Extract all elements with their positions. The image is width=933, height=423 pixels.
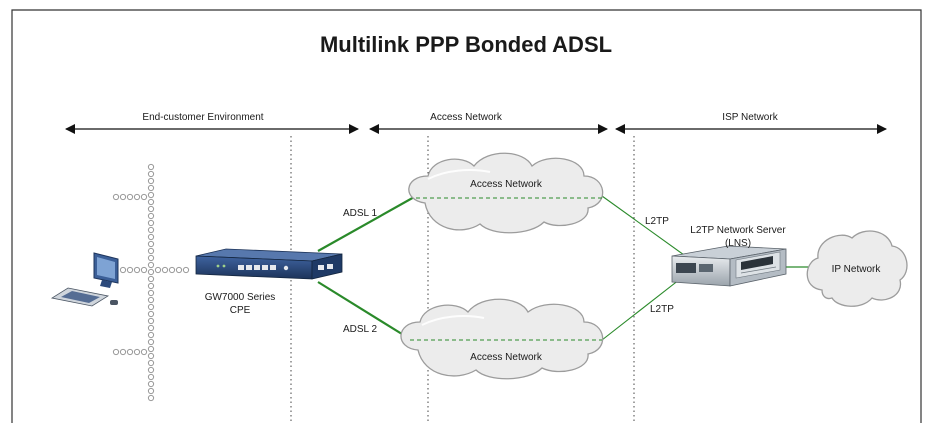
- zone-access-label: Access Network: [430, 112, 503, 123]
- lan-bus-bead: [147, 261, 155, 269]
- zone-access-network: Access Network: [369, 112, 608, 134]
- lan-bus-bead: [147, 247, 155, 255]
- lns-label-line1: L2TP Network Server: [690, 225, 786, 236]
- lan-bus-bead: [147, 345, 155, 353]
- lan-bus-bead: [147, 387, 155, 395]
- lan-bus-bead: [147, 184, 155, 192]
- zone-end-customer: End-customer Environment: [65, 112, 359, 134]
- zone-end-customer-label: End-customer Environment: [142, 112, 263, 123]
- lan-bus-bead: [147, 226, 155, 234]
- lan-bus-bead: [147, 268, 155, 276]
- lan-bus-bead: [140, 266, 148, 274]
- lan-bus-bead: [147, 240, 155, 248]
- lan-bus-bead: [126, 266, 134, 274]
- lan-bus-bead: [133, 348, 141, 356]
- lan-bus-bead: [147, 366, 155, 374]
- diagram-frame: [11, 9, 922, 423]
- lan-bus-bead: [119, 193, 127, 201]
- lan-bus-bead: [126, 193, 134, 201]
- lan-bus-bead: [147, 205, 155, 213]
- lan-bus-bead: [147, 191, 155, 199]
- adsl2-link: [317, 281, 411, 340]
- adsl1-link: [317, 195, 417, 252]
- lan-bus-bead: [147, 254, 155, 262]
- lan-bus-bead: [147, 163, 155, 171]
- adsl2-label: ADSL 2: [343, 324, 378, 335]
- l2tp-bottom-label: L2TP: [650, 304, 674, 315]
- cpe-label-line2: CPE: [230, 305, 251, 316]
- l2tp-link-bottom: [601, 275, 685, 341]
- access-cloud-bottom-label: Access Network: [470, 352, 543, 363]
- lan-bus-bead: [147, 331, 155, 339]
- lan-bus-bead: [147, 282, 155, 290]
- lns-label-line2: (LNS): [725, 238, 751, 249]
- zone-isp-label: ISP Network: [722, 112, 778, 123]
- lan-bus-bead: [112, 348, 120, 356]
- lan-bus-bead: [147, 303, 155, 311]
- lan-bus-bead: [147, 380, 155, 388]
- lan-bus-bead: [147, 198, 155, 206]
- l2tp-top-label: L2TP: [645, 216, 669, 227]
- ip-network-cloud: IP Network: [806, 230, 908, 307]
- lan-bus-bead: [147, 394, 155, 402]
- lan-bus-bead: [133, 266, 141, 274]
- lan-bus-bead: [175, 266, 183, 274]
- lan-bus-bead: [147, 170, 155, 178]
- lan-bus-bead: [119, 348, 127, 356]
- lan-bus: [112, 163, 190, 402]
- lan-bus-bead: [147, 373, 155, 381]
- access-network-cloud-top: Access Network: [408, 152, 604, 234]
- lan-bus-bead: [182, 266, 190, 274]
- lns-router-icon: [671, 245, 787, 287]
- lan-bus-bead: [147, 289, 155, 297]
- lan-bus-bead: [147, 310, 155, 318]
- diagram-title: Multilink PPP Bonded ADSL: [320, 32, 612, 57]
- lan-bus-bead: [154, 266, 162, 274]
- computer-icon: [50, 252, 119, 307]
- access-network-cloud-bottom: Access Network: [400, 298, 604, 380]
- lan-bus-bead: [147, 352, 155, 360]
- lan-bus-bead: [119, 266, 127, 274]
- ip-network-label: IP Network: [832, 264, 882, 275]
- l2tp-link-top: [601, 195, 685, 256]
- lan-bus-bead: [133, 193, 141, 201]
- lan-bus-bead: [126, 348, 134, 356]
- lan-bus-bead: [147, 317, 155, 325]
- access-cloud-top-label: Access Network: [470, 179, 543, 190]
- zone-isp-network: ISP Network: [615, 112, 887, 134]
- lan-bus-bead: [147, 359, 155, 367]
- lan-bus-bead: [112, 193, 120, 201]
- lan-bus-bead: [147, 338, 155, 346]
- lan-bus-bead: [147, 177, 155, 185]
- adsl1-label: ADSL 1: [343, 208, 378, 219]
- cpe-label-line1: GW7000 Series: [205, 292, 276, 303]
- lan-bus-bead: [147, 219, 155, 227]
- lan-bus-bead: [147, 233, 155, 241]
- lan-bus-bead: [140, 348, 148, 356]
- cpe-router-icon: [195, 248, 343, 280]
- lan-bus-bead: [147, 324, 155, 332]
- lan-bus-bead: [168, 266, 176, 274]
- lan-bus-bead: [147, 275, 155, 283]
- lan-bus-bead: [147, 212, 155, 220]
- lan-bus-bead: [140, 193, 148, 201]
- lan-bus-bead: [147, 296, 155, 304]
- lan-bus-bead: [161, 266, 169, 274]
